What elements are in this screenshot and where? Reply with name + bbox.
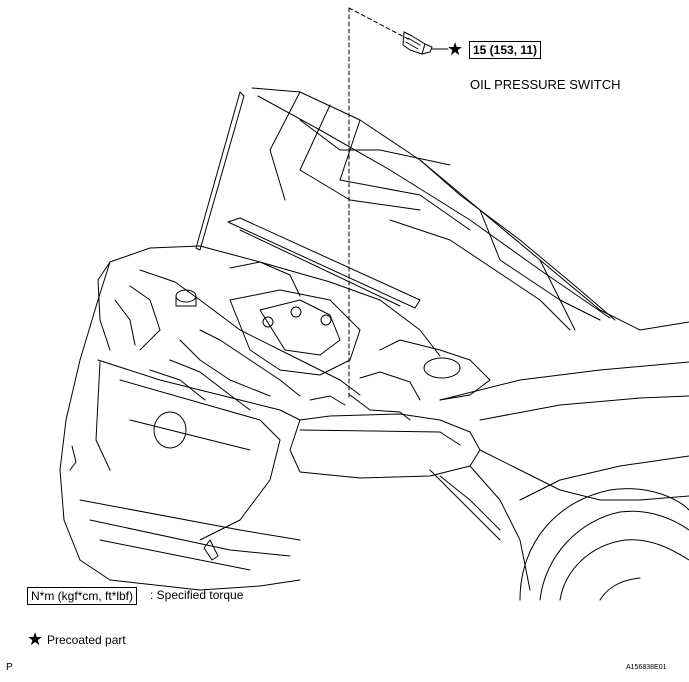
torque-unit-box: N*m (kgf*cm, ft*lbf) <box>27 587 138 605</box>
star-icon: ★ <box>27 629 44 649</box>
torque-legend-desc: : Specified torque <box>150 588 244 602</box>
switch-leader-line <box>348 7 411 399</box>
figure-id: A156838E01 <box>626 664 667 671</box>
hood-prop-rod <box>195 91 245 251</box>
front-wheel <box>519 488 689 601</box>
engine-assembly <box>109 245 491 421</box>
part-label: OIL PRESSURE SWITCH <box>470 77 621 92</box>
headlight-leader <box>429 469 501 541</box>
oil-pressure-switch-icon <box>402 31 449 55</box>
hood-panel <box>251 87 689 331</box>
precoated-legend-desc: Precoated part <box>47 633 126 647</box>
star-icon: ★ <box>447 39 464 59</box>
vehicle-body <box>59 261 689 591</box>
footer-left-code: P <box>6 662 13 673</box>
cowl-bar <box>227 217 421 309</box>
torque-value-box: 15 (153, 11) <box>469 41 542 59</box>
